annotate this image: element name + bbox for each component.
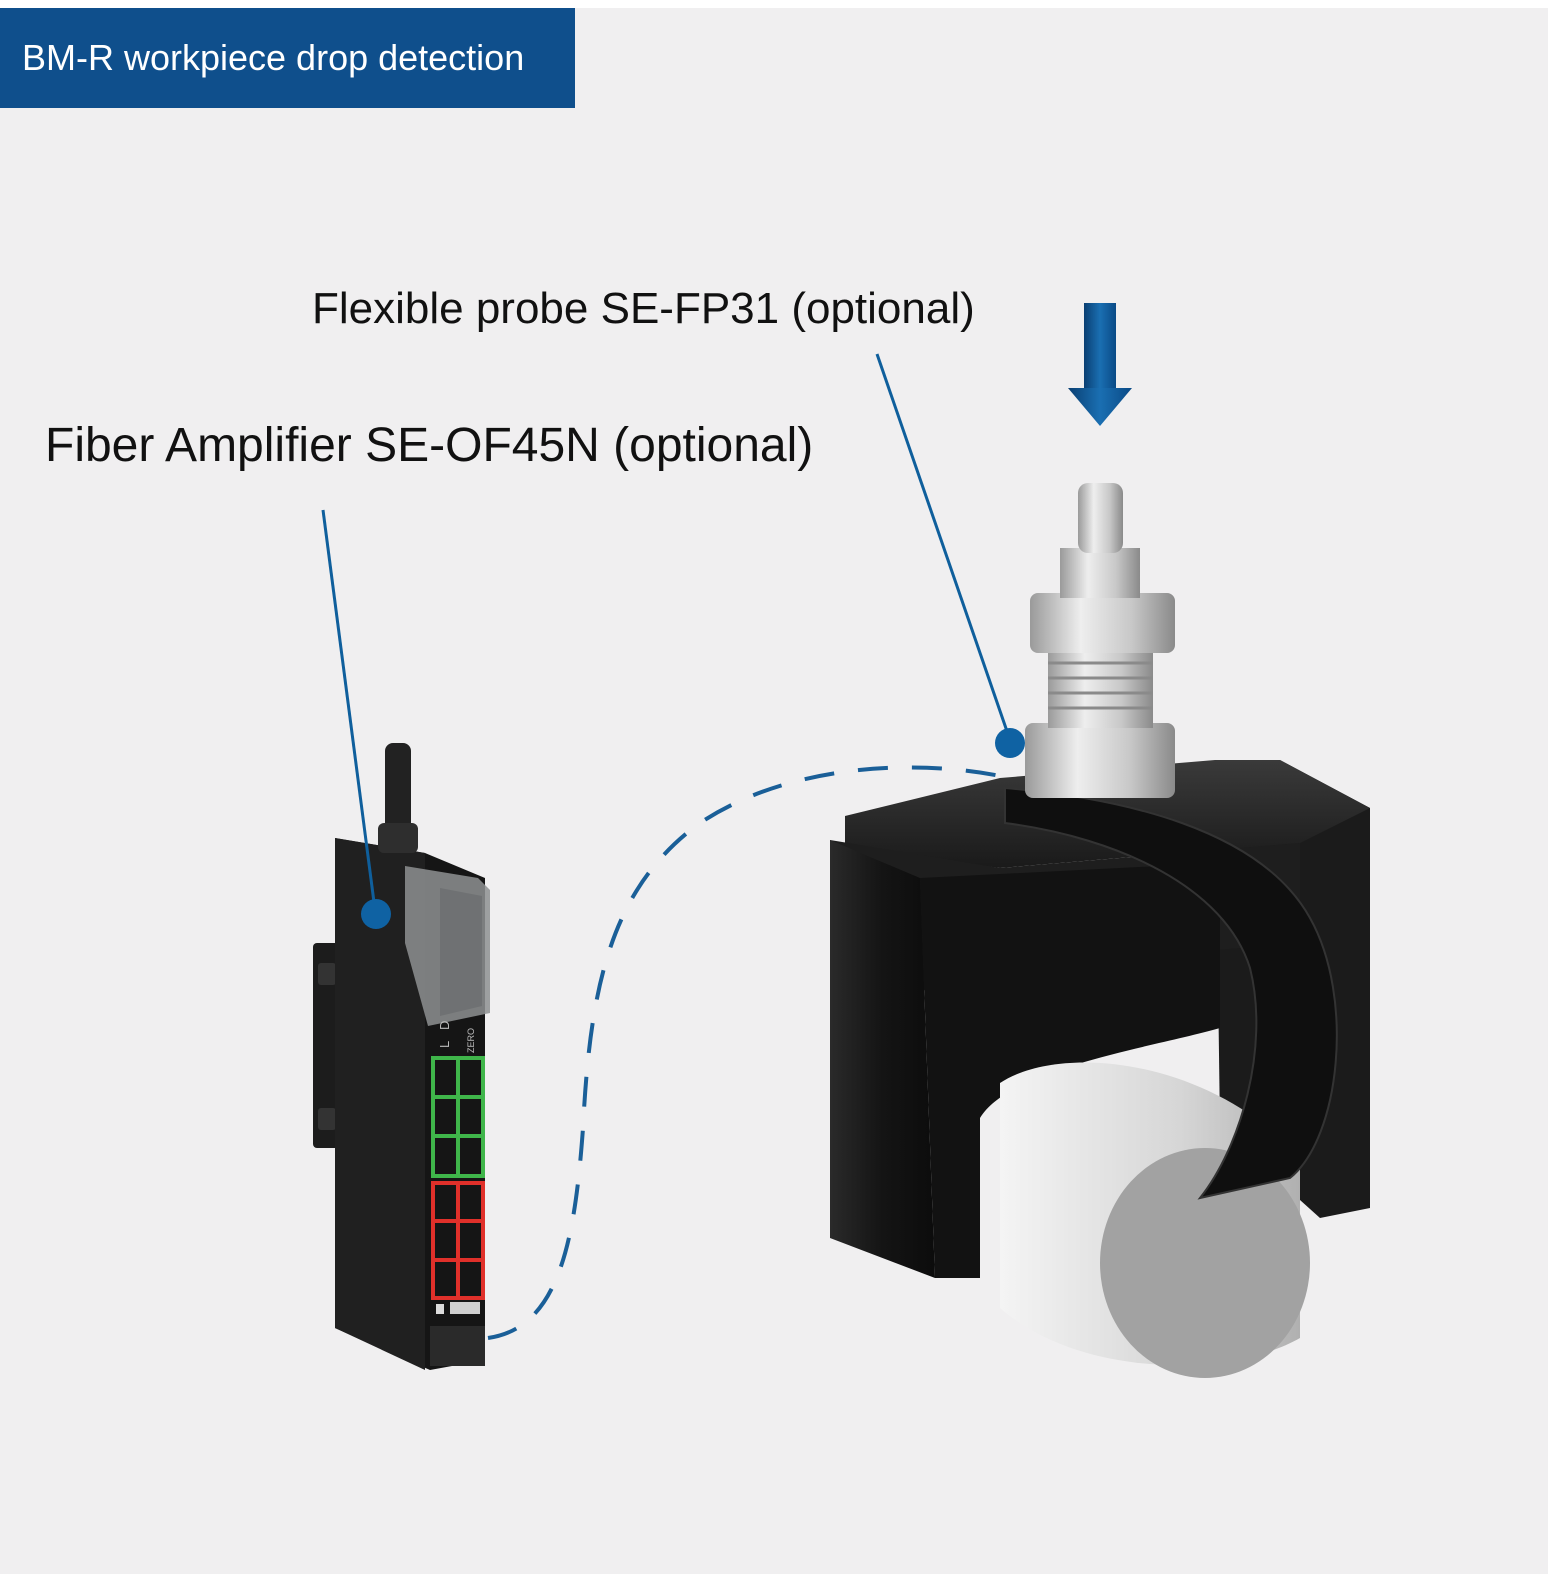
workpiece-end-face bbox=[1100, 1148, 1310, 1378]
amplifier-side bbox=[335, 838, 425, 1370]
probe-threaded-body bbox=[1048, 648, 1153, 728]
cover-window bbox=[440, 888, 482, 1016]
status-led bbox=[436, 1304, 444, 1314]
bmr-mount bbox=[830, 760, 1370, 1378]
bracket-hole bbox=[318, 1108, 336, 1130]
product-illustration: L D ZERO bbox=[313, 303, 1370, 1378]
indicator-l-label: L bbox=[437, 1041, 452, 1048]
amplifier-callout-label: Fiber Amplifier SE-OF45N (optional) bbox=[45, 419, 814, 472]
amplifier-connector bbox=[430, 1326, 485, 1366]
mount-left-leg bbox=[830, 840, 935, 1278]
down-arrow-icon bbox=[1068, 303, 1132, 426]
probe-leader-line bbox=[875, 353, 1012, 741]
zero-label: ZERO bbox=[466, 1028, 476, 1053]
fiber-cable-path bbox=[487, 765, 1011, 1340]
probe-callout-label: Flexible probe SE-FP31 (optional) bbox=[312, 284, 975, 333]
mount-front-face bbox=[920, 863, 1220, 1278]
amplifier-marker-dot bbox=[361, 899, 391, 929]
fiber-amplifier: L D ZERO bbox=[313, 743, 490, 1370]
indicator-d-label: D bbox=[437, 1021, 452, 1030]
fiber-cable-stub bbox=[385, 743, 411, 833]
flexible-probe bbox=[1025, 483, 1175, 798]
zero-button bbox=[450, 1302, 480, 1314]
flexible-clamp-band bbox=[1004, 786, 1338, 1200]
page-title: BM-R workpiece drop detection bbox=[22, 37, 525, 78]
bracket-hole bbox=[318, 963, 336, 985]
probe-collar bbox=[1060, 548, 1140, 598]
probe-marker-dot bbox=[995, 728, 1025, 758]
amplifier-leader-line bbox=[321, 509, 377, 911]
title-banner: BM-R workpiece drop detection bbox=[0, 8, 575, 108]
diagram-canvas: L D ZERO bbox=[0, 8, 1548, 1574]
probe-upper-nut bbox=[1030, 593, 1175, 653]
seven-segment-display bbox=[431, 1056, 485, 1300]
cable-gland bbox=[378, 823, 418, 853]
probe-lower-nut bbox=[1025, 723, 1175, 798]
probe-tip bbox=[1078, 483, 1123, 553]
